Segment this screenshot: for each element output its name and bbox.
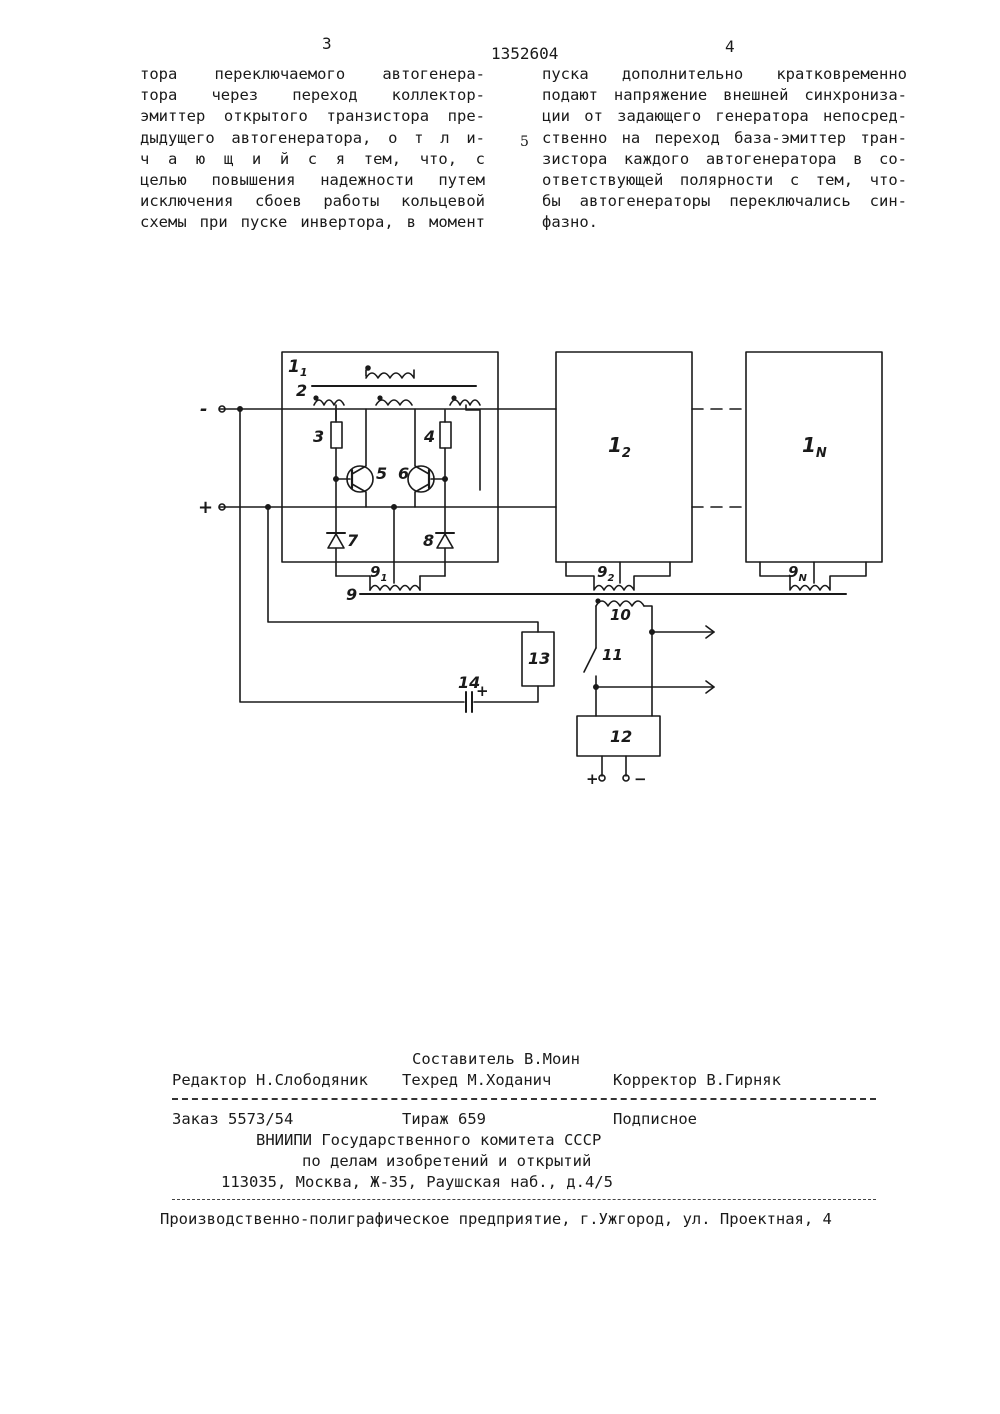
autogenerator-block-1 xyxy=(282,352,498,562)
label-supply-plus: + xyxy=(586,770,599,788)
winding-9-2 xyxy=(566,562,670,590)
winding-dot xyxy=(378,396,382,400)
imprint-circulation: Тираж 659 xyxy=(402,1110,486,1128)
label-plus-input: + xyxy=(198,497,213,518)
label-10: 10 xyxy=(610,606,631,624)
junction-dot xyxy=(650,630,654,634)
divider xyxy=(172,1199,876,1200)
label-13: 13 xyxy=(528,649,550,668)
transistor-emitter xyxy=(352,484,366,507)
imprint-techred: Техред М.Ходанич xyxy=(402,1071,551,1089)
winding-middle xyxy=(376,400,412,405)
winding-top xyxy=(366,370,414,378)
label-block-1: 11 xyxy=(288,357,308,379)
diode-8 xyxy=(437,534,453,548)
label-supply-minus: − xyxy=(634,770,647,788)
imprint-order: Заказ 5573/54 xyxy=(172,1110,293,1128)
winding-dot xyxy=(452,396,456,400)
label-12: 12 xyxy=(610,727,632,746)
winding-dot xyxy=(314,396,318,400)
resistor-4 xyxy=(440,422,451,448)
imprint-compiler: Составитель В.Моин xyxy=(412,1050,580,1068)
label-3: 3 xyxy=(313,427,324,446)
label-capacitor-plus: + xyxy=(476,682,489,700)
label-8: 8 xyxy=(423,531,434,550)
imprint-organization-dept: по делам изобретений и открытий xyxy=(302,1152,591,1170)
label-4: 4 xyxy=(423,427,435,446)
label-9-n: 9N xyxy=(788,563,807,584)
winding-left xyxy=(314,400,344,405)
imprint-corrector: Корректор В.Гирняк xyxy=(613,1071,781,1089)
imprint-subscription: Подписное xyxy=(613,1110,697,1128)
label-5: 5 xyxy=(376,464,387,483)
winding-9-n xyxy=(760,562,866,590)
wire xyxy=(240,409,464,702)
label-minus-input: - xyxy=(200,399,207,420)
imprint-printer: Производственно-полиграфическое предприя… xyxy=(160,1210,832,1228)
circuit-schematic: 11 12 1N 2 3 4 5 6 7 8 9 91 92 9N 10 11 … xyxy=(0,0,1000,820)
winding-right xyxy=(450,400,480,405)
label-9-2: 92 xyxy=(597,563,614,584)
diode-7 xyxy=(328,534,344,548)
label-block-2: 12 xyxy=(608,433,631,461)
autogenerator-block-n xyxy=(746,352,882,562)
imprint-editor: Редактор Н.Слободяник xyxy=(172,1071,368,1089)
label-9: 9 xyxy=(346,585,357,604)
label-11: 11 xyxy=(602,646,623,664)
winding-dot xyxy=(596,599,600,603)
label-7: 7 xyxy=(347,531,359,550)
winding-dot xyxy=(366,366,370,370)
resistor-3 xyxy=(331,422,342,448)
wire xyxy=(602,756,626,776)
divider xyxy=(172,1098,876,1100)
label-2: 2 xyxy=(296,381,307,400)
imprint-address: 113035, Москва, Ж-35, Раушская наб., д.4… xyxy=(221,1173,613,1191)
switch-11 xyxy=(584,648,596,716)
transistor-emitter xyxy=(415,484,429,507)
label-9-1: 91 xyxy=(370,563,387,584)
imprint-organization: ВНИИПИ Государственного комитета СССР xyxy=(256,1131,601,1149)
label-6: 6 xyxy=(398,464,409,483)
transistor-collector xyxy=(352,409,366,474)
label-block-n: 1N xyxy=(802,433,827,461)
